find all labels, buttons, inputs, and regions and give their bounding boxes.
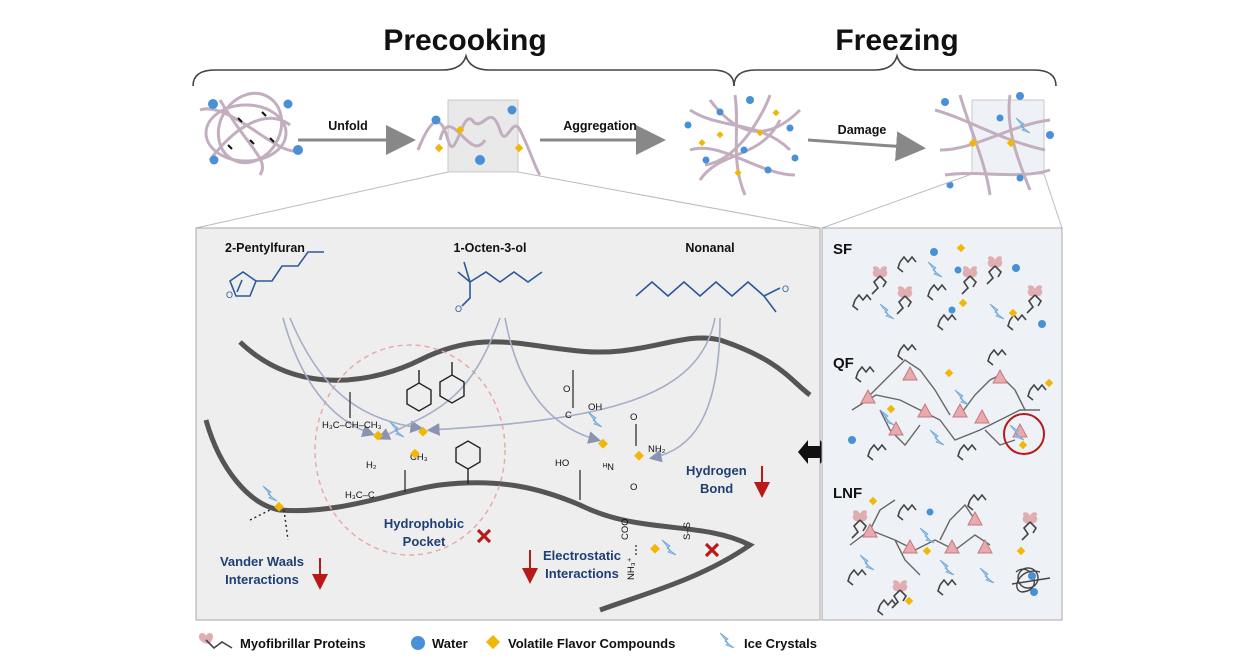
legend-ice: Ice Crystals [744,636,817,651]
legend-proteins: Myofibrillar Proteins [240,636,366,651]
legend-water: Water [432,636,468,651]
binding-arrows [282,317,721,463]
phenyl-rings [406,362,481,484]
svg-text:O: O [226,290,233,300]
hydrophobic-label-2: Pocket [403,534,446,549]
chem-nh3: NH₃⁺ [626,557,637,580]
structure-nonanal [635,280,781,313]
structure-octenol [457,261,543,307]
water-drops-native [208,99,303,165]
header-freezing: Freezing [835,24,958,57]
chem-ch3: CH₃ [410,452,428,463]
backbone-lower [203,419,755,613]
disrupted-marks [476,528,720,558]
chem-c1: C [565,410,572,421]
damaged-protein [934,94,1051,196]
hbond-label-1: Hydrogen [686,463,747,478]
svg-text:O: O [455,304,462,314]
chem-oh: OH [588,402,602,413]
hydrophobic-label-1: Hydrophobic [384,516,464,531]
panel-label-lnf: LNF [833,485,862,502]
chem-ho: HO [555,458,569,469]
freezing-panel [821,227,1063,621]
panel-label-sf: SF [833,241,852,258]
chem-coo: COO [620,518,631,540]
chem-o3: O [630,482,637,493]
chem-o: O [563,384,570,395]
molecule-2-pentylfuran: 2-Pentylfuran [225,241,305,255]
legend: Myofibrillar Proteins Water Volatile Fla… [198,632,817,651]
decrease-arrows [312,466,770,590]
chem-isopropyl: H₃C–CH–CH₃ [322,420,382,431]
chem-h2: H₂ [366,460,377,471]
legend-protein-icon [198,633,233,650]
chem-nh2: NH₂ [648,444,666,455]
damage-label: Damage [838,123,887,137]
damage-arrow [807,131,926,162]
aggregation-label: Aggregation [563,119,637,133]
damage-highlight-circle [1003,413,1045,455]
structure-pentylfuran [229,251,324,297]
elec-label-1: Electrostatic [543,548,621,563]
flavor-compounds-pocket [274,426,660,554]
header-precooking: Precooking [383,24,546,57]
legend-flavor-icon [485,634,501,650]
vdw-label-2: Interactions [225,572,299,587]
molecule-nonanal: Nonanal [685,241,734,255]
svg-text:O: O [782,284,789,294]
qf-scene [848,344,1054,461]
chem-o2: O [630,412,637,423]
unfolded-protein [416,115,542,176]
lnf-scene [847,494,1051,616]
freezing-brace [733,53,1057,87]
vdw-label-1: Vander Waals [220,554,304,569]
precooking-brace [192,53,735,87]
backbone-upper [238,335,812,397]
panel-label-qf: QF [833,355,854,372]
vdw-lines [249,509,289,541]
hbond-label-2: Bond [700,481,733,496]
elec-label-2: Interactions [545,566,619,581]
hydrophobic-pocket-outline [314,344,506,556]
unfold-label: Unfold [328,119,368,133]
legend-ice-icon [719,632,735,649]
chem-ss: S–S [682,522,693,540]
chem-nh: ᴴN [603,462,614,473]
molecule-1-octen-3-ol: 1-Octen-3-ol [454,241,527,255]
native-protein [199,91,301,176]
lnf-tangle [1011,567,1051,593]
legend-water-icon [411,636,425,650]
legend-flavor: Volatile Flavor Compounds [508,636,675,651]
chem-h3c-c: H₃C–C [345,490,375,501]
aggregated-protein [689,94,802,196]
